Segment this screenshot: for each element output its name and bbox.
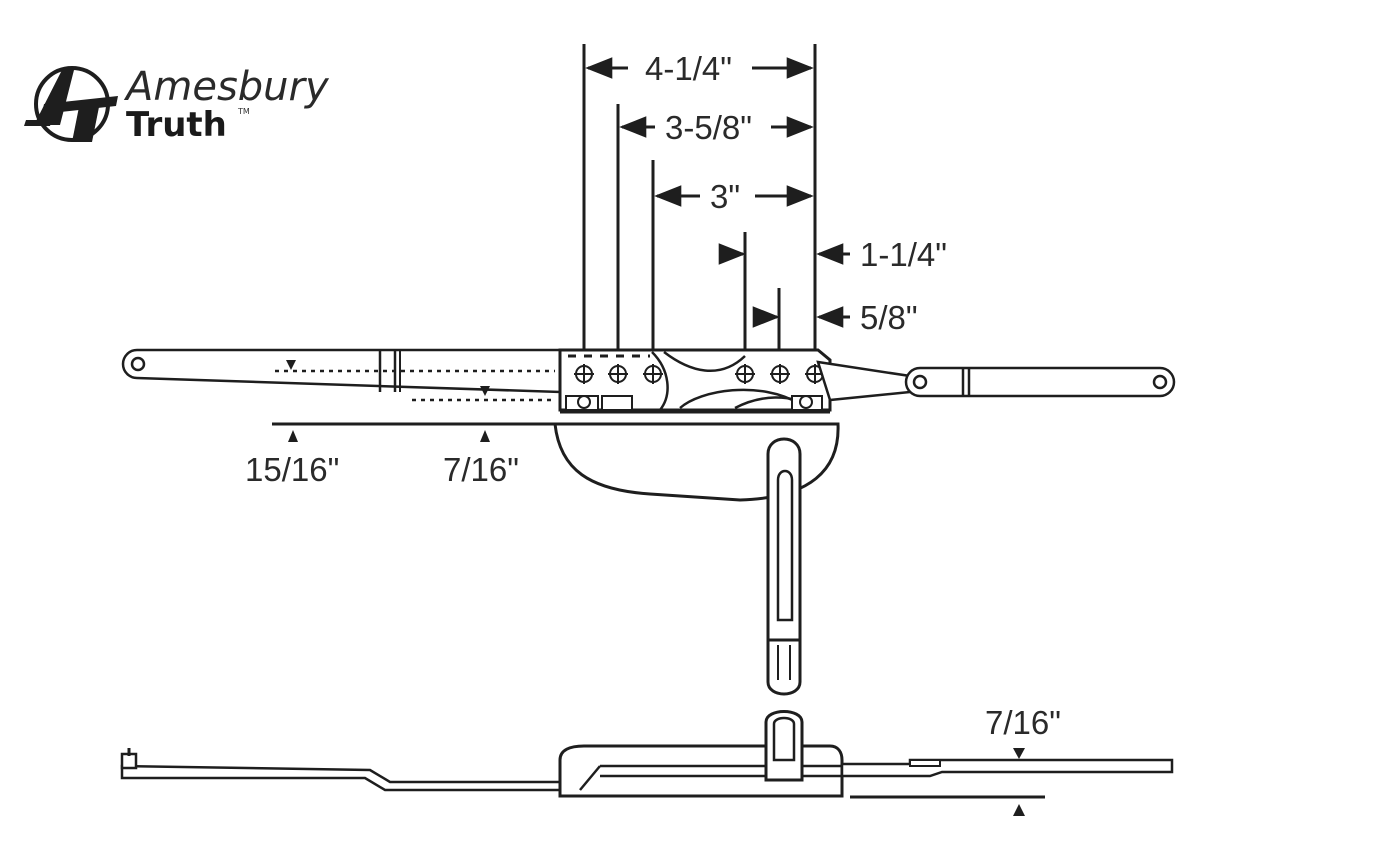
right-arm-link (904, 366, 1176, 398)
trademark-symbol: TM (237, 107, 250, 116)
dimension-3-5-8: 3-5/8" (619, 109, 814, 146)
dimension-label-3-5-8: 3-5/8" (665, 109, 752, 146)
left-arm-pivot-hole (130, 356, 146, 372)
dimension-label-15-16: 15/16" (245, 451, 339, 488)
dimension-3: 3" (654, 178, 814, 215)
right-operator-arm (816, 360, 912, 402)
dimension-5-8: 5/8" (752, 299, 918, 336)
left-arm-profile (120, 764, 562, 792)
dimension-label-4-1-4: 4-1/4" (645, 50, 732, 87)
crank-stub (764, 710, 804, 782)
dimension-4-1-4: 4-1/4" (585, 50, 814, 87)
dimension-label-7-16-top: 7/16" (443, 451, 519, 488)
right-arm-profile (840, 758, 1174, 778)
amesbury-truth-logo-icon (24, 66, 118, 142)
operator-side-view (120, 710, 1174, 799)
dimension-15-16: 15/16" (245, 430, 339, 488)
dimension-label-5-8: 5/8" (860, 299, 918, 336)
dimension-label-3: 3" (710, 178, 740, 215)
brand-name-truth: Truth (126, 105, 227, 145)
operator-top-view (121, 348, 1176, 696)
dimension-1-1-4: 1-1/4" (718, 236, 947, 273)
dimension-7-16-side: 7/16" (985, 704, 1061, 816)
dimension-7-16-top: 7/16" (443, 430, 519, 488)
brand-logo: Amesbury Truth TM (24, 64, 330, 145)
dimension-reference-lines (582, 44, 817, 352)
operator-housing (558, 348, 832, 412)
dimension-label-1-1-4: 1-1/4" (860, 236, 947, 273)
dimension-label-7-16-side: 7/16" (985, 704, 1061, 741)
brand-name-amesbury: Amesbury (123, 64, 330, 110)
crank-handle (766, 437, 802, 696)
